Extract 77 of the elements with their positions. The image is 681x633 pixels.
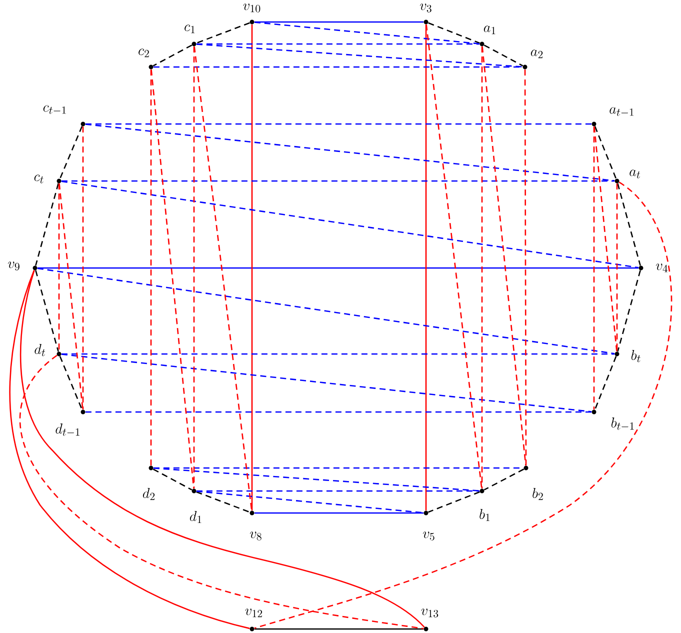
- edge-line: [59, 126, 83, 179]
- vertex-label: $v_{9}$: [8, 262, 20, 270]
- edge-line: [194, 46, 252, 511]
- edge-line: [37, 267, 639, 269]
- edge-line: [482, 46, 526, 466]
- edge-line: [58, 183, 60, 352]
- edge-line: [254, 182, 672, 629]
- edge-line: [196, 44, 523, 68]
- vertex-label: $v_{13}$: [421, 608, 438, 618]
- edge-line: [61, 180, 639, 268]
- edge-line: [35, 183, 59, 266]
- vertex-label: $v_{3}$: [420, 4, 432, 12]
- vertex-label: $a_{2}$: [530, 50, 543, 58]
- edge-line: [594, 356, 617, 410]
- vertex-label: $b_{1}$: [480, 508, 490, 522]
- edge-line: [9, 270, 250, 630]
- edge-line: [425, 24, 427, 511]
- edge-line: [594, 126, 617, 179]
- vertex-label: $d_{1}$: [190, 510, 202, 524]
- edge-line: [196, 490, 424, 514]
- edge-line: [196, 490, 480, 492]
- edge-line: [82, 126, 84, 410]
- edge-line: [481, 46, 483, 489]
- edge-line: [61, 180, 615, 182]
- edge-line: [61, 354, 592, 412]
- edge-line: [37, 268, 615, 354]
- edge-line: [150, 69, 152, 466]
- edge-line: [35, 270, 59, 352]
- edge-line: [193, 46, 195, 489]
- vertex-label: $a_{1}$: [484, 26, 496, 34]
- edge-line: [58, 183, 84, 410]
- edge-line: [428, 22, 480, 44]
- edge-line: [484, 468, 524, 490]
- edge-line: [617, 270, 641, 352]
- edge-line: [20, 354, 424, 630]
- vertex-label: $c_{1}$: [184, 24, 195, 34]
- vertex-label: $v_{8}$: [250, 532, 262, 540]
- vertex-label: $c_{t-1}$: [43, 105, 66, 114]
- edge-line: [484, 44, 524, 66]
- vertex-label: $v_{12}$: [245, 608, 262, 618]
- edge-line: [524, 69, 527, 466]
- edge-line: [196, 491, 250, 513]
- edge-line: [617, 183, 641, 266]
- edge-line: [85, 123, 592, 125]
- edge-line: [59, 356, 83, 410]
- vertex-label: $c_{2}$: [138, 48, 149, 58]
- vertex-label: $b_{t}$: [631, 350, 640, 362]
- vertex-label: $v_{10}$: [243, 4, 260, 12]
- edge-line: [254, 21, 424, 23]
- edge-line: [153, 468, 480, 492]
- edge-line: [254, 22, 480, 44]
- edge-line: [254, 512, 424, 514]
- edge-line: [152, 468, 192, 490]
- vertex-label: $d_{t-1}$: [56, 424, 80, 436]
- edge-line: [20, 270, 425, 628]
- vertex-label: $d_{t}$: [34, 344, 46, 356]
- edge-line: [85, 411, 592, 413]
- vertex-label: $v_{5}$: [423, 532, 434, 540]
- edge-line: [152, 44, 192, 66]
- vertex-label: $b_{2}$: [532, 488, 543, 500]
- vertex-label: $c_{t}$: [34, 174, 44, 184]
- edge-line: [593, 126, 595, 410]
- edge-line: [428, 491, 480, 513]
- edge-line: [251, 24, 253, 511]
- vertex-label: $b_{t-1}$: [611, 418, 634, 430]
- edge-line: [85, 124, 615, 182]
- edge-line: [196, 22, 250, 44]
- edge-line: [61, 353, 615, 355]
- vertex-label: $a_{t}$: [630, 170, 640, 178]
- edge-line: [150, 69, 194, 489]
- vertex-label: $d_{2}$: [142, 488, 155, 500]
- edge-line: [426, 24, 482, 489]
- edge-line: [594, 126, 618, 352]
- edge-line: [616, 183, 618, 352]
- edge-line: [254, 628, 424, 630]
- vertex-label: $a_{t-1}$: [610, 107, 634, 116]
- vertex-label: $v_{4}$: [656, 264, 668, 272]
